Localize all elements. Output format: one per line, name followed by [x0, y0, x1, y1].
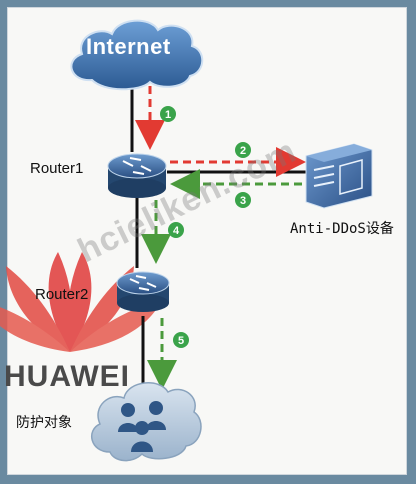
- svg-text:4: 4: [173, 225, 180, 237]
- router1-icon: [107, 153, 167, 198]
- protected-target-label: 防护对象: [16, 415, 72, 431]
- svg-text:3: 3: [240, 195, 246, 207]
- step-badge-3: 3: [235, 192, 251, 208]
- svg-text:1: 1: [165, 109, 171, 121]
- router1-label: Router1: [30, 160, 84, 177]
- internet-cloud-icon: [70, 19, 204, 91]
- diagram-panel: [7, 7, 407, 475]
- router2-icon: [116, 271, 170, 312]
- svg-text:2: 2: [240, 145, 246, 157]
- svg-text:5: 5: [178, 335, 184, 347]
- step-badge-1: 1: [160, 106, 176, 122]
- protected-target-icon: [90, 382, 202, 462]
- step-badge-5: 5: [173, 332, 189, 348]
- anti-ddos-label: Anti-DDoS设备: [290, 221, 394, 237]
- router2-label: Router2: [35, 286, 89, 303]
- step-badge-2: 2: [235, 142, 251, 158]
- step-badge-4: 4: [168, 222, 184, 238]
- huawei-wordmark: HUAWEI: [4, 360, 130, 393]
- internet-label: Internet: [86, 34, 171, 59]
- anti-ddos-device-icon: [305, 143, 373, 209]
